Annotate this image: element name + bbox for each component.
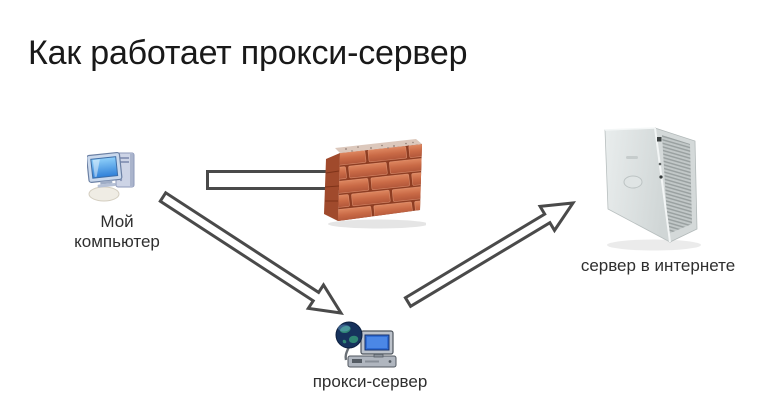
computer-monitor — [86, 151, 123, 188]
proxy-label: прокси-сервер — [312, 372, 428, 391]
server-power-button — [657, 137, 662, 142]
desktop-computer-icon — [86, 150, 143, 202]
arrow-computer-to-proxy — [158, 190, 344, 315]
arrow-proxy-to-server — [403, 201, 577, 309]
proxy-monitor — [360, 330, 394, 355]
proxy-base-unit — [347, 355, 397, 368]
server-tower-icon — [598, 124, 708, 252]
globe-and-computer-icon — [334, 320, 400, 370]
computer-base — [88, 186, 120, 202]
firewall-brick-wall-icon — [314, 137, 428, 229]
computer-label: Мой компьютер — [74, 212, 160, 251]
server-shadow — [607, 239, 701, 251]
server-label: сервер в интернете — [580, 256, 736, 275]
wall-shadow — [328, 219, 428, 229]
page-title: Как работает прокси-сервер — [28, 34, 468, 72]
wall-top-face — [335, 139, 422, 153]
globe-icon — [335, 321, 363, 349]
server-grille — [662, 135, 692, 234]
server-emblem — [623, 175, 643, 189]
